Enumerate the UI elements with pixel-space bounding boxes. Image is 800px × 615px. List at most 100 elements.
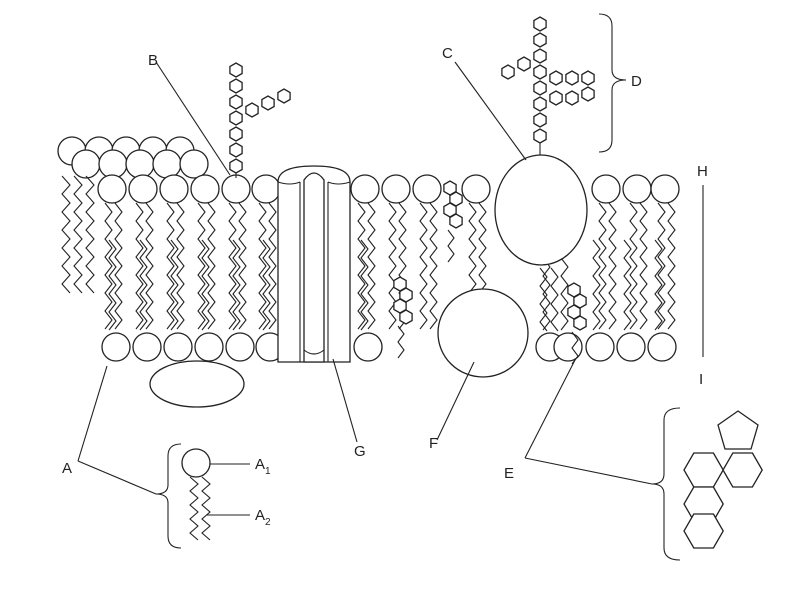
sterol-ring — [573, 315, 587, 331]
fatty-acid-tail — [114, 202, 123, 330]
cholesterol-molecule — [443, 180, 463, 263]
fatty-acid-tail — [657, 202, 666, 330]
bracket-a — [155, 443, 182, 549]
fatty-acid-tail — [367, 202, 376, 330]
sugar-ring — [549, 70, 563, 86]
glycoprotein-chain — [501, 16, 595, 156]
fatty-acid-tail — [262, 239, 271, 331]
sugar-ring — [565, 90, 579, 106]
fatty-acid-tail — [629, 202, 638, 330]
phospholipid-head-back — [98, 149, 128, 179]
fatty-acid-tail — [201, 239, 210, 331]
fatty-acid-tail — [166, 202, 175, 330]
phospholipid-molecule — [181, 448, 211, 541]
fatty-acid-tail — [357, 202, 366, 330]
sterol-ring — [449, 213, 463, 229]
phospholipid-head — [622, 174, 652, 204]
sterol-ring — [399, 309, 413, 325]
phospholipid-head-back — [152, 149, 182, 179]
fatty-acid-tail — [145, 202, 154, 330]
label-e: E — [504, 465, 514, 482]
cholesterol-molecules — [393, 180, 587, 365]
phospholipid-head — [159, 174, 189, 204]
sugar-ring — [581, 70, 595, 86]
fatty-acid-tail — [228, 202, 237, 330]
phospholipid-head — [647, 332, 677, 362]
cholesterol-molecule — [567, 282, 587, 365]
fatty-acid-tail — [550, 267, 559, 332]
phospholipid-head — [616, 332, 646, 362]
fatty-acid-tail — [429, 202, 438, 330]
fatty-acid-tail — [207, 202, 216, 330]
fatty-acid-tail — [639, 202, 648, 330]
sugar-ring — [533, 64, 547, 80]
sugar-ring — [229, 110, 243, 126]
fatty-acid-tail — [654, 239, 663, 331]
fatty-acid-tail — [388, 202, 397, 330]
sugar-ring — [533, 16, 547, 32]
sugar-ring — [277, 88, 291, 104]
sugar-ring — [533, 112, 547, 128]
leader-lines — [77, 61, 653, 516]
fatty-acid-tail — [232, 239, 241, 331]
phospholipid-head — [350, 174, 380, 204]
phospholipid-head — [101, 332, 131, 362]
sugar-ring — [533, 128, 547, 144]
label-i: I — [699, 371, 703, 388]
phospholipid-head — [553, 332, 583, 362]
fatty-acid-tail — [238, 202, 247, 330]
phospholipid-head — [251, 174, 281, 204]
label-a: A — [62, 460, 72, 477]
bracket-e — [651, 407, 681, 561]
sugar-ring — [245, 102, 259, 118]
channel-protein — [277, 165, 351, 363]
label-a1: A1 — [255, 456, 271, 477]
fatty-acid-tail — [108, 239, 117, 331]
sugar-ring — [229, 62, 243, 78]
phospholipid-head — [381, 174, 411, 204]
fatty-acid-tail — [258, 202, 267, 330]
glycoprotein — [494, 154, 588, 266]
label-f: F — [429, 435, 438, 452]
fatty-acid-tail — [598, 202, 607, 330]
fatty-acid-tail — [104, 202, 113, 330]
fatty-acid-tail — [176, 202, 185, 330]
sugar-ring — [229, 126, 243, 142]
cholesterol-ring-structure — [683, 410, 763, 549]
phospholipid-head-back — [71, 149, 101, 179]
sugar-ring — [517, 56, 531, 72]
fatty-acid-tail — [139, 239, 148, 331]
cholesterol-tail — [397, 325, 405, 359]
back-phospholipid-rows — [57, 136, 209, 179]
phospholipid-head — [591, 174, 621, 204]
fatty-acid-tail-back — [73, 175, 83, 294]
fatty-acid-tail-back — [85, 175, 95, 294]
phospholipid-head — [585, 332, 615, 362]
label-g: G — [354, 443, 366, 460]
sugar-ring — [549, 90, 563, 106]
fatty-acid-tail — [592, 239, 601, 331]
fatty-acid-tail — [667, 202, 676, 330]
sugar-ring — [581, 86, 595, 102]
fatty-acid-tail — [197, 202, 206, 330]
phospholipid-head — [128, 174, 158, 204]
sugar-ring — [229, 78, 243, 94]
phospholipid-head — [194, 332, 224, 362]
sugar-ring — [533, 96, 547, 112]
phospholipid-head — [163, 332, 193, 362]
carbohydrate-chains — [229, 16, 595, 178]
labels: B C D H I A A1 A2 G F E — [62, 45, 708, 528]
phospholipid-head — [461, 174, 491, 204]
peripheral-protein — [149, 360, 245, 408]
sugar-ring — [261, 95, 275, 111]
label-b: B — [148, 52, 158, 69]
fatty-acid-tail — [135, 202, 144, 330]
phospholipid-head — [97, 174, 127, 204]
fatty-acid-tail — [419, 202, 428, 330]
label-c: C — [442, 45, 453, 62]
sugar-ring — [501, 64, 515, 80]
integral-protein — [437, 288, 529, 378]
fatty-acid-tail-back — [61, 175, 71, 294]
